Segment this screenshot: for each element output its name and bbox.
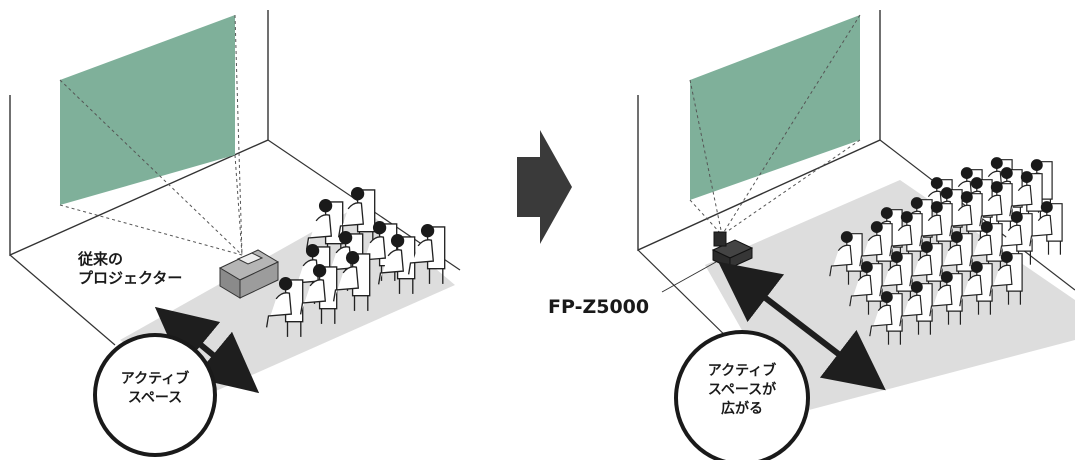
left-bubble-line2: スペース — [127, 389, 183, 406]
right-double-arrow-icon — [718, 261, 886, 391]
right-bubble-line3: 広がる — [721, 400, 763, 417]
left-active-space-bubble — [93, 333, 217, 457]
audience-person-icon — [999, 211, 1033, 265]
right-active-space-bubble — [674, 330, 810, 460]
fp-z5000-label: FP-Z5000 — [548, 296, 650, 318]
right-arrow-icon — [517, 130, 572, 244]
audience-person-icon — [859, 221, 893, 275]
conventional-projector-label-line2: プロジェクター — [78, 268, 183, 287]
left-double-arrow-icon — [154, 306, 260, 394]
audience-person-icon — [979, 181, 1013, 235]
right-audience — [829, 157, 1063, 345]
right-bubble-line1: アクティブ — [707, 363, 777, 379]
audience-person-icon — [899, 281, 933, 335]
audience-person-icon — [849, 261, 883, 315]
audience-person-icon — [939, 231, 973, 285]
left-bubble-text: アクティブ スペース — [105, 370, 205, 408]
left-screen — [60, 15, 235, 205]
audience-person-icon — [989, 251, 1023, 305]
right-bubble-line2: スペースが — [707, 381, 777, 398]
conventional-projector — [218, 249, 280, 299]
audience-person-icon — [265, 277, 304, 337]
left-room — [9, 10, 461, 457]
audience-person-icon — [959, 261, 993, 315]
audience-person-icon — [829, 231, 863, 285]
conventional-projector-label: 従来の プロジェクター — [78, 250, 182, 288]
right-wall-edges — [637, 10, 881, 252]
left-wall-edges — [9, 10, 269, 257]
right-screen — [690, 15, 860, 200]
audience-person-icon — [879, 251, 913, 305]
audience-person-icon — [919, 201, 953, 255]
audience-person-icon — [377, 234, 416, 294]
audience-person-icon — [332, 251, 371, 311]
audience-person-icon — [299, 264, 338, 324]
right-bubble-text: アクティブ スペースが 広がる — [682, 362, 802, 419]
audience-person-icon — [407, 224, 446, 284]
left-bubble-line1: アクティブ — [120, 371, 190, 387]
right-room — [637, 10, 1075, 460]
left-audience — [265, 187, 446, 337]
audience-person-icon — [969, 221, 1003, 275]
audience-person-icon — [1029, 201, 1063, 255]
audience-person-icon — [869, 291, 903, 345]
conventional-projector-label-line1: 従来の — [78, 250, 124, 268]
audience-person-icon — [929, 271, 963, 325]
audience-person-icon — [949, 191, 983, 245]
